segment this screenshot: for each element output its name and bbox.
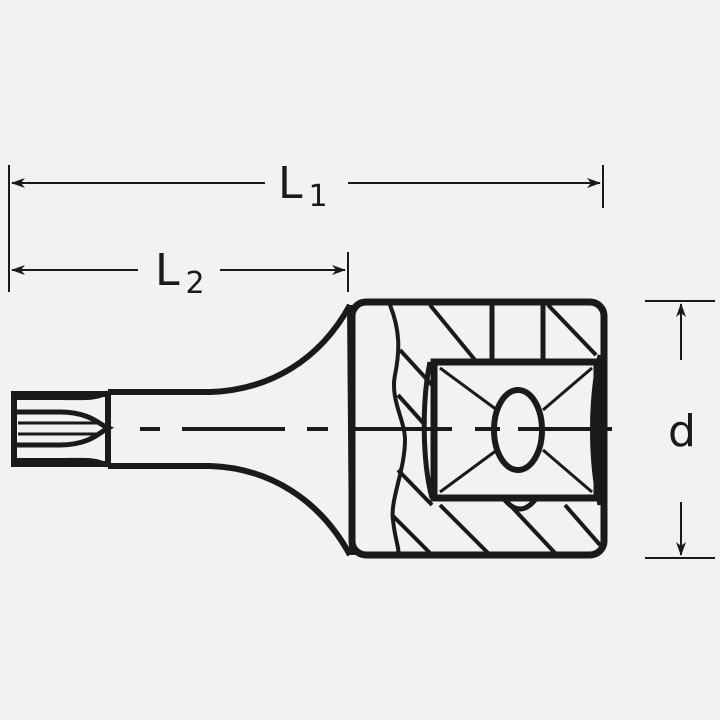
torx-tip <box>11 390 115 468</box>
socket-body <box>347 298 608 559</box>
label-d: d <box>668 406 696 457</box>
bit-shaft <box>108 303 353 557</box>
extension-lines <box>8 165 715 559</box>
